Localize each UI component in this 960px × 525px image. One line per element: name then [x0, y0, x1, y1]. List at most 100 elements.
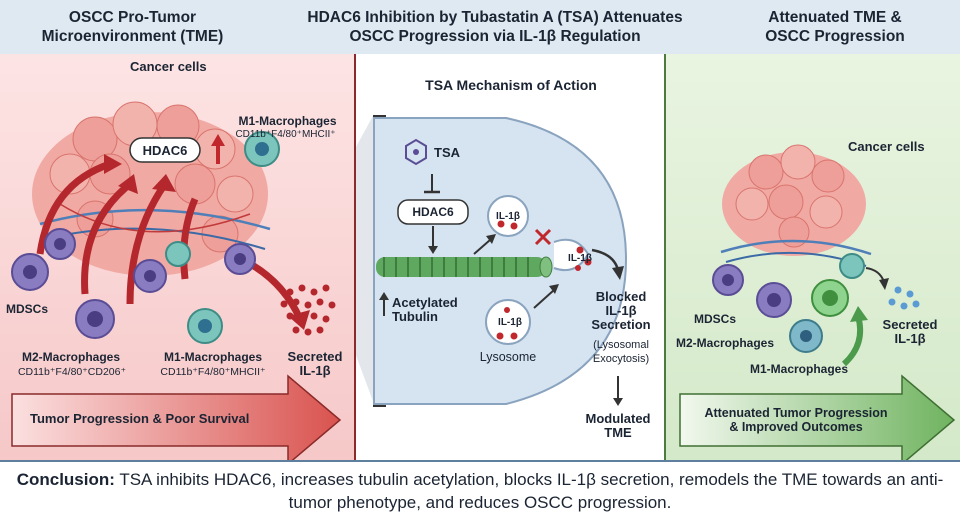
attenuated-line2: & Improved Outcomes [729, 420, 863, 434]
mdscs-label: MDSCs [6, 302, 49, 316]
modulated-line2: TME [604, 425, 632, 440]
red-arrowhead-1 [104, 154, 122, 174]
conclusion-label: Conclusion: [16, 470, 115, 489]
blocked-line1: Blocked [595, 289, 647, 304]
m2-macrophage-cells [75, 299, 115, 339]
conclusion-paragraph: Conclusion: TSA inhibits HDAC6, increase… [10, 468, 950, 514]
il1b-vesicle-label: IL-1β [496, 211, 520, 222]
main-title-line1: HDAC6 Inhibition by Tubastatin A (TSA) A… [307, 9, 683, 26]
conclusion-box: Conclusion: TSA inhibits HDAC6, increase… [0, 460, 960, 525]
to-vesicle-arrow [473, 239, 491, 255]
modulated-down-arrowhead [613, 398, 623, 406]
lysosome-label: Lysosome [479, 350, 537, 364]
il1b-lysosome-label: IL-1β [498, 317, 522, 328]
tsa-molecule-icon [405, 138, 427, 166]
acetylated-tubulin [376, 256, 553, 278]
lyso-exo-line1: (Lysosomal [593, 339, 649, 351]
attenuated-line1: Attenuated Tumor Progression [704, 406, 888, 420]
m1-bottom-label: M1-Macrophages [163, 350, 263, 364]
m2-macrophage-right [789, 319, 823, 353]
red-arrowhead-5 [288, 310, 310, 330]
secretion-arrowhead-right [879, 278, 889, 290]
m2-label-right: M2-Macrophages [676, 336, 775, 350]
blocked-release-arrowhead [612, 266, 624, 280]
hdac6-label: HDAC6 [143, 143, 188, 158]
blocked-line2: IL-1β [605, 303, 637, 318]
hdac6-box [397, 199, 469, 225]
modulated-tme-label: Modulated TME [574, 412, 662, 440]
cancer-cells-label: Cancer cells [130, 59, 207, 74]
m1-green-arrowhead [850, 306, 868, 322]
blocked-line3: Secretion [591, 317, 651, 332]
hdac6-down-arrowhead [428, 246, 438, 254]
mdscs-label-right: MDSCs [694, 312, 737, 326]
secreted-il1b-label-right: Secreted IL-1β [872, 318, 948, 346]
attenuated-outcome-text: Attenuated Tumor Progression & Improved … [686, 406, 906, 434]
m1-top-label: M1-Macrophages [238, 114, 337, 128]
right-panel-title: Attenuated TME & OSCC Progression [720, 8, 950, 46]
mdsc-cells [11, 228, 256, 293]
blocked-secretion-label: Blocked IL-1β Secretion [582, 290, 660, 332]
hdac6-oval: HDAC6 [129, 137, 201, 163]
to-vesicle-arrowhead [486, 234, 496, 244]
secreted-line1: Secreted [287, 349, 343, 364]
m2-markers: CD11b⁺F4/80⁺CD206⁺ [17, 366, 127, 378]
secreted-il1b-dots-right [888, 286, 920, 310]
acetylated-line1: Acetylated [392, 295, 458, 310]
lysosomal-exocytosis-label: (Lysosomal Exocytosis) [582, 338, 660, 366]
red-arrowhead-3 [152, 174, 176, 192]
right-title-line1: Attenuated TME & [768, 9, 902, 26]
acetylated-line2: Tubulin [392, 309, 438, 324]
pro-tumor-tme-panel: HDAC6 [0, 54, 356, 460]
m2-label: M2-Macrophages [21, 350, 121, 364]
secreted-right-line2: IL-1β [894, 331, 926, 346]
cancer-cells-label-right: Cancer cells [848, 139, 925, 154]
lysosome-arrow [533, 289, 555, 309]
attenuated-tme-panel: Cancer cells MDSCs M2-Macrophages M1-Mac… [664, 54, 960, 460]
il1b-exocytosis-label: IL-1β [568, 253, 592, 264]
lyso-exo-line2: Exocytosis) [592, 353, 650, 365]
mechanism-illustration [356, 114, 628, 407]
header-bar: OSCC Pro-Tumor Microenvironment (TME) HD… [0, 0, 960, 54]
m1-macrophage-bottom [165, 241, 223, 344]
lysosome-arrowhead [549, 284, 559, 294]
il1b-vesicle-top [487, 195, 529, 237]
attenuated-illustration [679, 144, 956, 460]
hdac6-up-arrowhead [211, 134, 225, 146]
m1-macrophage-top [244, 131, 280, 167]
zoom-wedge [356, 114, 374, 404]
secreted-line2: IL-1β [299, 363, 331, 378]
left-title-line2: Microenvironment (TME) [41, 28, 224, 45]
m1-label-right: M1-Macrophages [750, 362, 849, 376]
mechanism-title: TSA Mechanism of Action [425, 77, 597, 93]
tumor-progression-arrow [11, 374, 342, 460]
hdac6-box-label: HDAC6 [412, 205, 454, 219]
acetylated-up-arrowhead [379, 292, 389, 300]
m1-green-arrow [841, 315, 864, 367]
modulated-line1: Modulated [585, 411, 651, 426]
left-panel-title: OSCC Pro-Tumor Microenvironment (TME) [20, 8, 245, 46]
blocked-x-icon [534, 228, 552, 246]
right-title-line2: OSCC Progression [765, 28, 905, 45]
secreted-il1b-label: Secreted IL-1β [280, 350, 350, 378]
acetylated-tubulin-label: Acetylated Tubulin [392, 296, 458, 324]
main-title: HDAC6 Inhibition by Tubastatin A (TSA) A… [270, 8, 720, 46]
tumor-progression-text: Tumor Progression & Poor Survival [30, 411, 250, 426]
lysosome-vesicle [485, 299, 531, 345]
conclusion-text: TSA inhibits HDAC6, increases tubulin ac… [114, 470, 944, 512]
tsa-label: TSA [434, 145, 460, 160]
m1-macrophage-right [811, 253, 865, 317]
mdsc-cells-right [712, 264, 792, 318]
m1-bottom-markers: CD11b⁺F4/80⁺MHCII⁺ [160, 366, 266, 378]
mechanism-panel: TSA Mechanism of Action TSA HDAC6 IL-1β … [356, 54, 664, 460]
main-title-line2: OSCC Progression via IL-1β Regulation [349, 28, 641, 45]
secreted-il1b-dots [280, 284, 336, 336]
m1-top-markers: CD11b⁺F4/80⁺MHCII⁺ [235, 129, 336, 140]
secreted-right-line1: Secreted [882, 317, 938, 332]
left-title-line1: OSCC Pro-Tumor [68, 9, 197, 26]
red-arrowhead-2 [118, 174, 138, 194]
tumor-mass-small [720, 144, 872, 267]
improved-outcomes-arrow [679, 374, 956, 460]
pro-tumor-illustration: HDAC6 [11, 101, 342, 460]
